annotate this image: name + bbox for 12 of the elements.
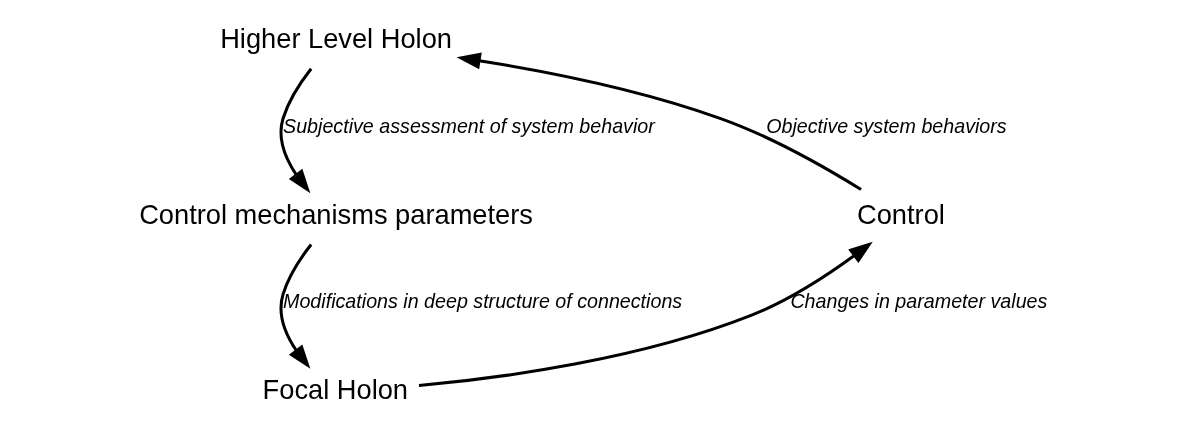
node-text: Control mechanisms parameters bbox=[138, 198, 533, 230]
arrow bbox=[455, 52, 862, 191]
arrow bbox=[418, 241, 873, 388]
arrow bbox=[279, 243, 312, 369]
node-text: Focal Holon bbox=[262, 374, 408, 406]
edge-label: Modifications in deep structure of connections bbox=[282, 290, 682, 313]
node-text: Higher Level Holon bbox=[219, 22, 452, 54]
edge-label: Changes in parameter values bbox=[789, 290, 1047, 313]
node-text: Control bbox=[856, 198, 945, 230]
arrow bbox=[279, 67, 312, 194]
edge-label: Objective system behaviors bbox=[765, 114, 1007, 137]
edge-label: Subjective assessment of system behavior bbox=[282, 114, 655, 137]
